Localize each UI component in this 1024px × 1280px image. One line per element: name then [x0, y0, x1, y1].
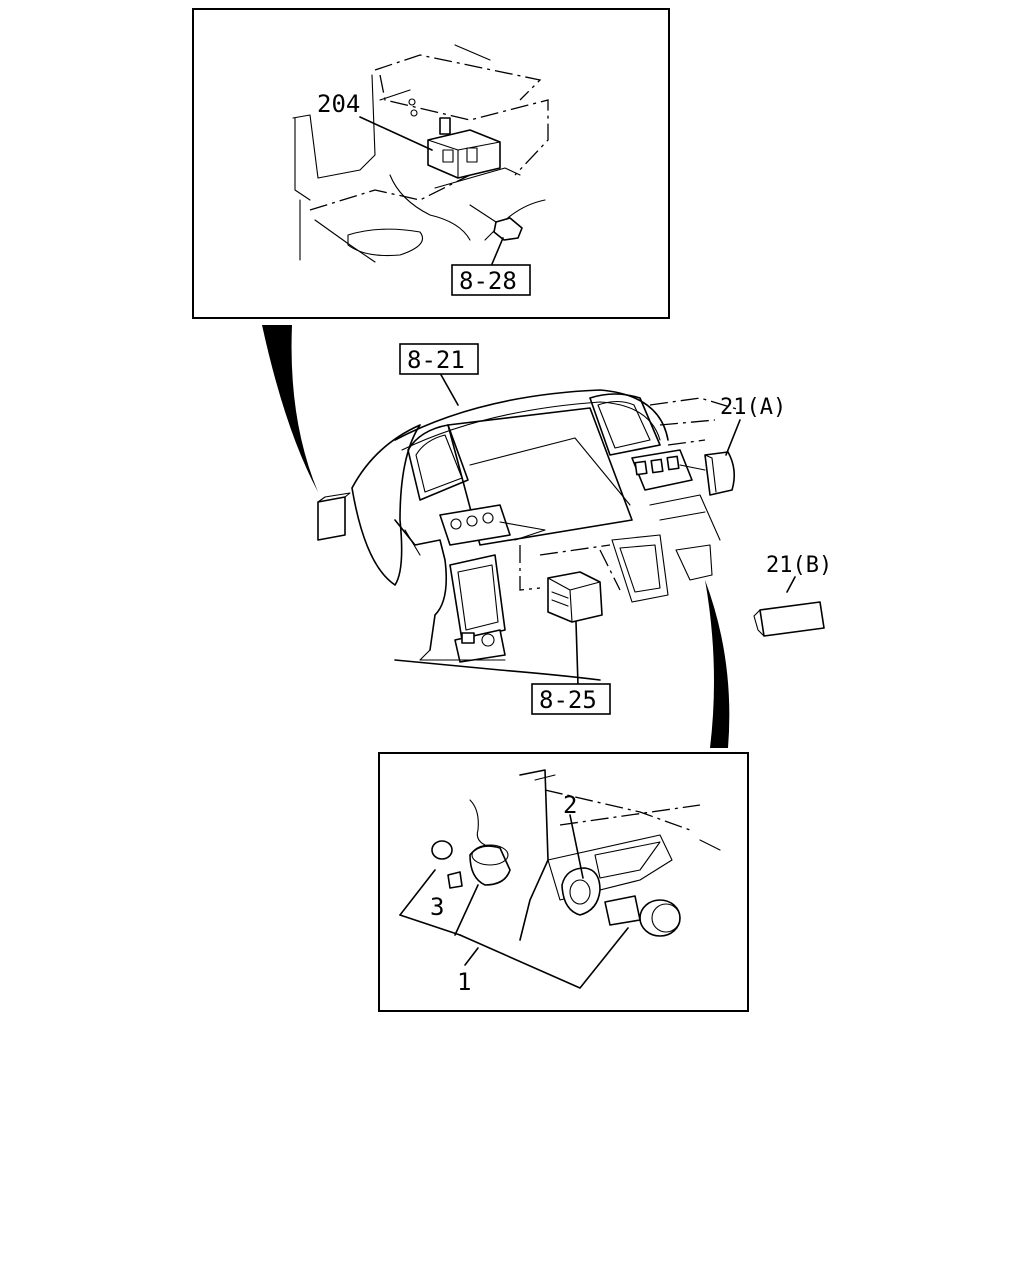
lighter-plug — [604, 895, 681, 937]
label-ref-dash: 8-21 — [407, 346, 465, 374]
label-lighter-socket: 2 — [563, 791, 577, 819]
label-lighter-assy: 1 — [457, 968, 471, 996]
inset-relay-detail: 204 8-28 — [192, 8, 670, 319]
cover-21b: 21(B) — [753, 553, 832, 637]
inset-lighter-detail: 2 3 1 — [378, 752, 749, 1012]
connector-top — [262, 325, 318, 492]
lighter-bulb — [447, 871, 463, 889]
lighter-socket — [561, 867, 601, 916]
label-ref-bolt: 8-28 — [459, 267, 517, 295]
lighter-ring — [431, 840, 453, 860]
dashboard-main: 8-21 21(A) 8-25 — [317, 343, 786, 715]
ref-box-bolt — [451, 264, 531, 296]
label-lighter-bulb: 3 — [430, 893, 444, 921]
label-cover-a: 21(A) — [720, 395, 786, 420]
switch-8-25 — [547, 571, 603, 623]
bolt — [469, 204, 523, 241]
ref-box-dash — [399, 343, 479, 375]
connector-bottom — [705, 580, 730, 748]
ref-box-switch — [531, 683, 611, 715]
relay-204 — [408, 98, 501, 179]
cover-21a — [704, 451, 736, 496]
label-relay: 204 — [317, 90, 360, 118]
label-ref-switch: 8-25 — [539, 686, 597, 714]
lighter-bulb-holder — [469, 799, 511, 886]
label-cover-b: 21(B) — [766, 553, 832, 578]
